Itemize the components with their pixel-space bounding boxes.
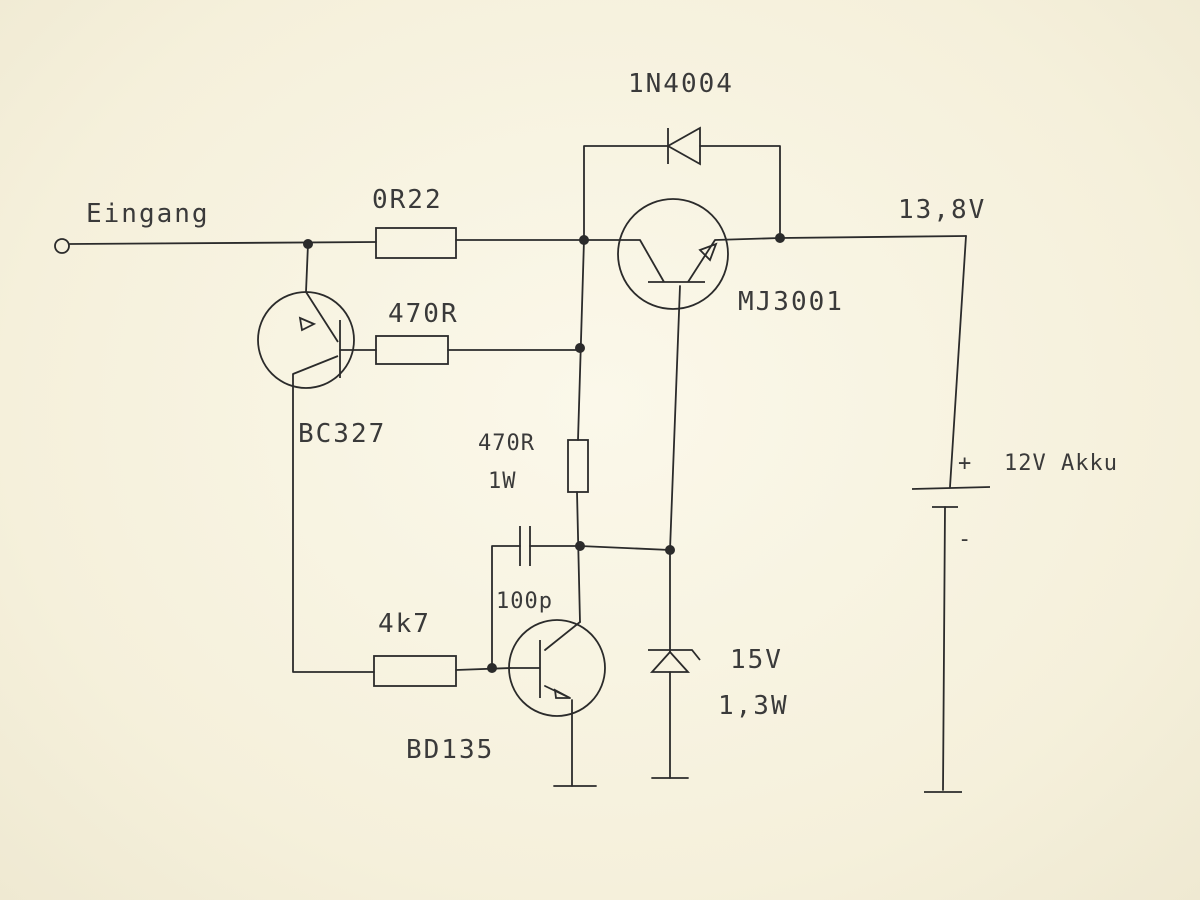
label-diode: 1N4004 xyxy=(628,69,734,99)
label-power-transistor: MJ3001 xyxy=(738,287,844,317)
wire-bc327-emitter xyxy=(305,243,309,293)
label-r-4k7: 4k7 xyxy=(378,609,431,639)
label-battery-plus: + xyxy=(958,451,972,476)
label-zener-voltage: 15V xyxy=(730,645,783,675)
wire-bus-upper xyxy=(577,239,585,441)
junction-cap xyxy=(575,541,585,551)
wire-diode-left xyxy=(583,145,669,241)
resistor-470r-1w xyxy=(567,439,589,493)
junction-base xyxy=(487,663,497,673)
label-zener-power: 1,3W xyxy=(718,691,789,721)
label-output-voltage: 13,8V xyxy=(898,195,986,225)
wire-input xyxy=(69,241,377,245)
label-capacitor: 100p xyxy=(496,589,553,614)
wire-bus-lower xyxy=(576,491,581,623)
wire-4k7-base xyxy=(455,667,511,671)
wire-battery-plus xyxy=(949,235,967,488)
label-r-power-value: 470R xyxy=(478,431,535,456)
wires xyxy=(69,145,967,791)
junction-collector xyxy=(579,235,589,245)
wire-cap-left xyxy=(491,545,521,669)
wire-to-zener-node xyxy=(579,545,671,551)
label-input: Eingang xyxy=(86,199,210,229)
wire-mj-emitter xyxy=(714,237,781,241)
capacitor-100p xyxy=(519,526,531,566)
wire-output xyxy=(779,235,967,239)
wire-mj-base xyxy=(669,285,681,551)
label-r-sense: 0R22 xyxy=(372,185,443,215)
diode-1n4004 xyxy=(666,126,701,166)
label-driver-transistor: BD135 xyxy=(406,735,494,765)
resistor-4k7 xyxy=(373,655,457,687)
label-battery-minus: - xyxy=(958,527,972,552)
labels: Eingang 1N4004 0R22 470R 13,8V MJ3001 BC… xyxy=(86,69,1118,765)
transistor-bc327 xyxy=(257,291,355,389)
junction-470r xyxy=(575,343,585,353)
junction-output xyxy=(775,233,785,243)
label-battery: 12V Akku xyxy=(1004,451,1118,476)
junction-zener xyxy=(665,545,675,555)
wire-diode-right xyxy=(699,145,781,239)
wire-bc327-collector xyxy=(292,373,375,673)
transistor-bd135 xyxy=(508,619,606,717)
label-r-base: 470R xyxy=(388,299,459,329)
junction-dots xyxy=(303,233,785,673)
zener-diode-15v xyxy=(648,649,701,673)
label-pnp-transistor: BC327 xyxy=(298,419,386,449)
resistor-0r22 xyxy=(375,227,457,259)
wire-bd135-collector xyxy=(544,621,581,651)
junction-input xyxy=(303,239,313,249)
battery-12v xyxy=(911,486,991,793)
input-terminal xyxy=(54,238,70,254)
label-r-power-rating: 1W xyxy=(488,469,517,494)
transistor-mj3001 xyxy=(617,198,729,310)
wire-battery-minus xyxy=(942,506,946,791)
resistor-470r xyxy=(375,335,449,365)
